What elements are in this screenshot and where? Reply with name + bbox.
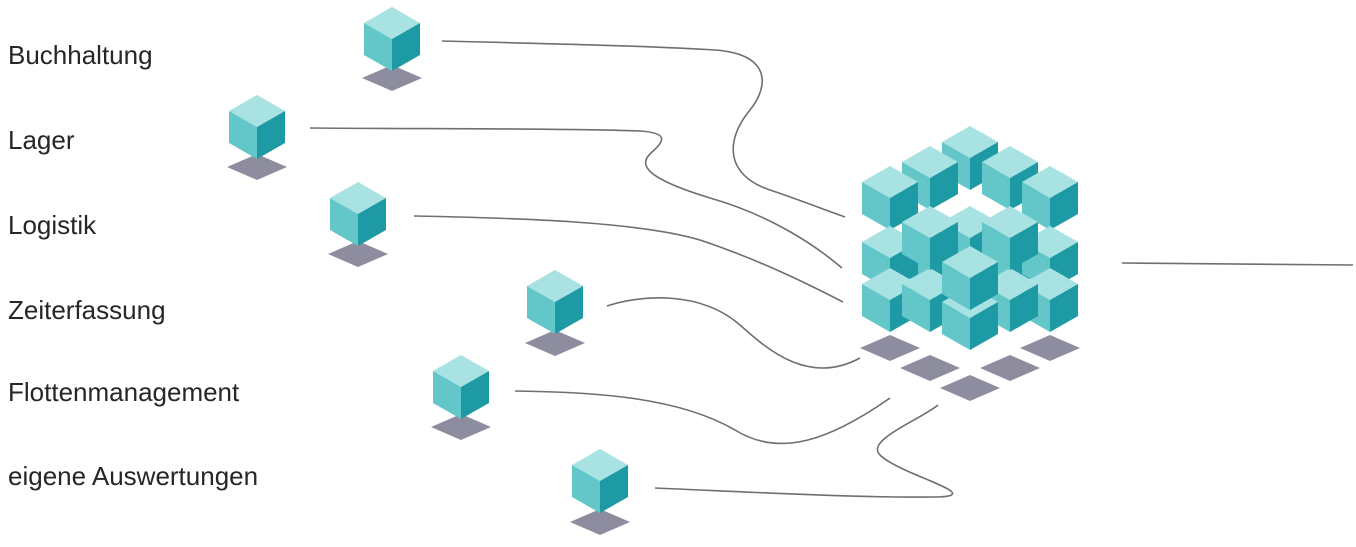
connector-buchhaltung bbox=[441, 40, 846, 218]
connector-zeiterfassung bbox=[606, 297, 861, 369]
label-eigene-auswertungen: eigene Auswertungen bbox=[8, 461, 259, 491]
label-logistik: Logistik bbox=[8, 210, 97, 240]
module-cube-icon bbox=[572, 449, 628, 513]
module-cube-icon bbox=[433, 355, 489, 419]
connector-lager bbox=[309, 127, 843, 269]
label-zeiterfassung: Zeiterfassung bbox=[8, 295, 166, 325]
label-flottenmanagement: Flottenmanagement bbox=[8, 377, 240, 407]
connectors bbox=[309, 40, 1354, 498]
module-cube-icon bbox=[527, 270, 583, 334]
module-cube-icon bbox=[229, 95, 285, 159]
module-cube-icon bbox=[364, 7, 420, 71]
label-lager: Lager bbox=[8, 125, 75, 155]
connector-logistik bbox=[413, 215, 844, 303]
connector-flottenmanagement bbox=[514, 390, 891, 445]
connector-auswertungen bbox=[654, 404, 954, 498]
module-cube-icon bbox=[330, 182, 386, 246]
central-cube-cluster-icon bbox=[860, 126, 1080, 401]
connector-output bbox=[1121, 262, 1354, 266]
label-buchhaltung: Buchhaltung bbox=[8, 40, 153, 70]
